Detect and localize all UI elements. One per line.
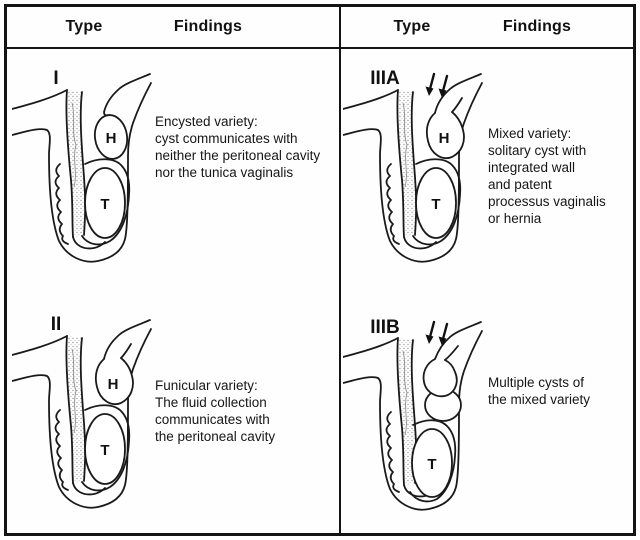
- anatomy-diagram-type-IIIB: IIIB T: [343, 317, 483, 511]
- hydrocele-label: H: [106, 130, 117, 147]
- cord-twist-line: [71, 102, 77, 188]
- communicating-tube-line: [103, 319, 151, 360]
- tunica-vaginalis-outline: [412, 158, 462, 246]
- groin-line: [343, 337, 399, 358]
- table-header-row: Type Findings Type Findings: [7, 7, 633, 49]
- column-header-findings-left: Findings: [173, 18, 243, 35]
- panel-type-II: II H T Funicular variety: The fluid coll…: [7, 291, 339, 533]
- panel-type-I: I H T Encysted variety: cyst communicate…: [7, 49, 339, 291]
- findings-text-type-II: Funicular variety: The fluid collection …: [155, 378, 276, 444]
- column-header-type-right: Type: [393, 18, 431, 35]
- tunica-vaginalis-outline: [81, 158, 131, 246]
- panel-type-IIIB: IIIB T Multiple cysts of the mixed varie…: [341, 291, 633, 533]
- findings-text-type-I: Encysted variety: cyst communicates with…: [155, 114, 321, 180]
- cyst-neck-line: [451, 97, 463, 113]
- testis-label: T: [431, 196, 440, 213]
- findings-text-type-IIIB: Multiple cysts of the mixed variety: [488, 375, 591, 407]
- upper-cyst-shape: [422, 358, 458, 398]
- scrotum-outline: [12, 82, 152, 263]
- testis-shape: [84, 413, 126, 485]
- cord-twist-line: [402, 102, 408, 188]
- spermatic-cord-right-edge: [410, 91, 418, 236]
- spermatic-cord-left-edge: [396, 89, 405, 238]
- epididymis-wavy-line: [385, 163, 400, 245]
- groin-line: [12, 335, 68, 356]
- spermatic-cord-right-edge: [79, 337, 87, 482]
- funicular-fluid-collection-shape: [94, 357, 134, 405]
- cord-twist-line: [402, 350, 408, 436]
- testis-label: T: [100, 442, 109, 459]
- patent-processus-tube-line: [434, 321, 482, 360]
- patency-arrows-icon: [425, 72, 449, 98]
- epididymis-wavy-line: [54, 409, 69, 491]
- panel-type-IIIA: IIIA H T Mixed variety: solitary cyst wi…: [341, 49, 633, 291]
- anatomy-diagram-type-II: II H T: [12, 314, 152, 509]
- patency-arrows-icon: [425, 320, 449, 346]
- anatomy-diagram-type-I: I H T: [12, 68, 152, 263]
- testis-shape: [84, 167, 126, 239]
- testis-label: T: [100, 196, 109, 213]
- testis-label: T: [427, 456, 436, 473]
- hydrocele-label: H: [108, 376, 119, 393]
- type-label: II: [51, 314, 62, 335]
- processus-vaginalis-tube-line: [103, 73, 151, 117]
- spermatic-cord-right-edge: [79, 91, 87, 236]
- column-divider: [339, 7, 341, 533]
- mixed-cyst-shape: [425, 111, 465, 159]
- cord-twist-line: [71, 348, 77, 434]
- column-header-findings-right: Findings: [502, 18, 572, 35]
- column-header-type-left: Type: [65, 18, 103, 35]
- findings-text-type-IIIA: Mixed variety: solitary cyst with integr…: [488, 126, 606, 226]
- testis-shape: [415, 167, 457, 239]
- type-label: IIIA: [370, 68, 400, 89]
- anatomy-diagram-type-IIIA: IIIA H T: [343, 68, 483, 263]
- classification-table: Type Findings Type Findings: [4, 4, 636, 536]
- cyst-neck-line: [120, 343, 132, 359]
- spermatic-cord-left-edge: [65, 335, 74, 484]
- groin-line: [12, 89, 68, 110]
- patent-processus-tube-line: [434, 73, 482, 114]
- testis-shape: [411, 428, 453, 498]
- type-label: I: [53, 68, 58, 89]
- epididymis-wavy-line: [54, 163, 69, 245]
- tunica-vaginalis-outline: [81, 404, 131, 492]
- spermatic-cord-left-edge: [65, 89, 74, 238]
- type-label: IIIB: [370, 317, 400, 338]
- hydrocele-label: H: [439, 130, 450, 147]
- scrotum-outline: [343, 330, 483, 511]
- epididymis-wavy-line: [385, 411, 400, 493]
- cyst-neck-line: [444, 345, 459, 361]
- spermatic-cord-left-edge: [396, 337, 405, 486]
- groin-line: [343, 89, 399, 110]
